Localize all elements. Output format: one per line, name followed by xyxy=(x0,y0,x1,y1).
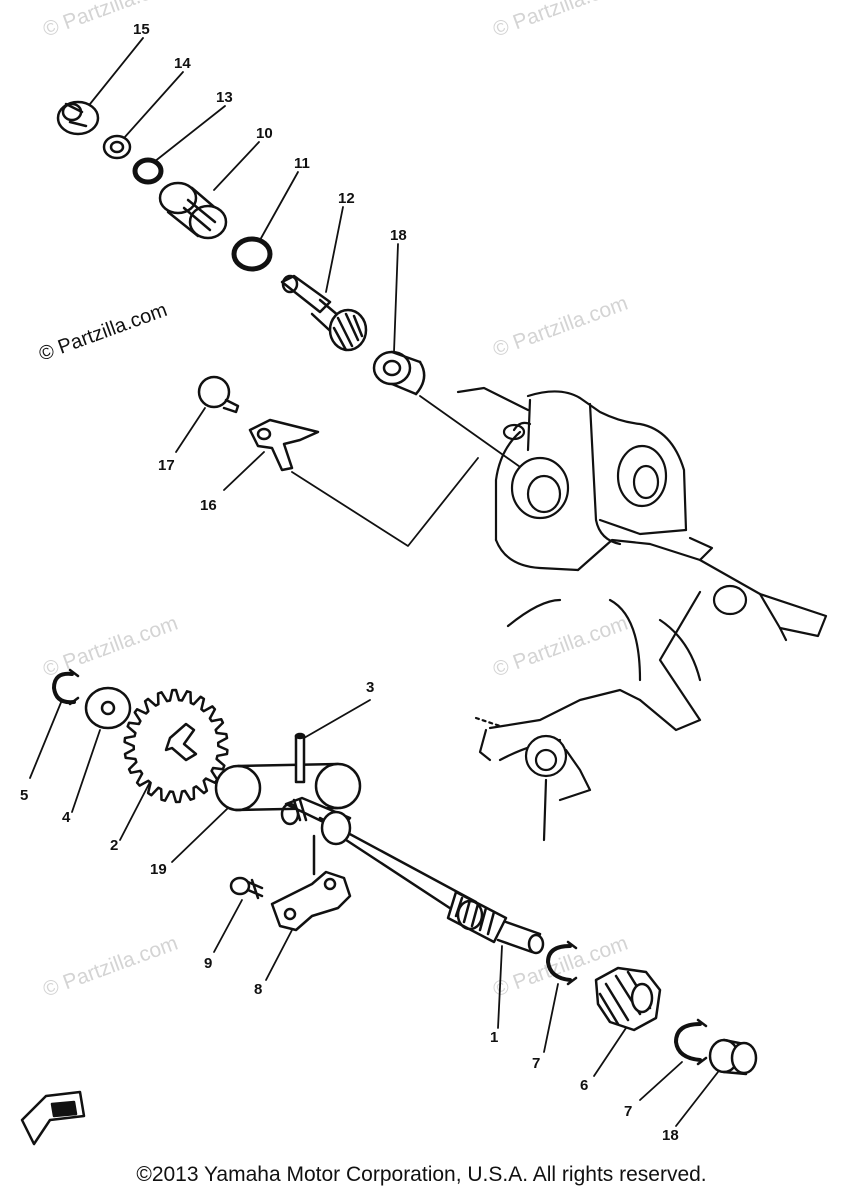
callout-3: 3 xyxy=(366,679,374,696)
callout-17: 17 xyxy=(158,457,175,474)
front-arrow-icon xyxy=(20,1090,86,1146)
part-1-kick-axle xyxy=(280,796,545,955)
copyright-notice: ©2013 Yamaha Motor Corporation, U.S.A. A… xyxy=(136,1163,707,1186)
callout-1: 1 xyxy=(490,1029,498,1046)
part-18-bushing-upper xyxy=(372,350,426,396)
part-13-o-ring xyxy=(132,157,164,185)
callout-5: 5 xyxy=(20,787,28,804)
callout-19: 19 xyxy=(150,861,167,878)
callout-12: 12 xyxy=(338,190,355,207)
callout-2: 2 xyxy=(110,837,118,854)
callout-7-a: 7 xyxy=(532,1055,540,1072)
callout-11: 11 xyxy=(294,155,310,172)
part-2-kick-gear xyxy=(123,688,229,804)
part-10-bushing xyxy=(158,181,228,240)
callout-15: 15 xyxy=(133,21,150,38)
part-9-bolt xyxy=(229,876,264,900)
part-5-circlip xyxy=(52,668,80,706)
callout-8: 8 xyxy=(254,981,262,998)
part-7-circlip-b xyxy=(674,1018,708,1066)
exploded-view-drawing: 15 14 13 10 11 12 18 17 16 3 5 4 2 19 9 … xyxy=(20,21,828,1146)
callout-18-lower: 18 xyxy=(662,1127,679,1144)
part-16-clip xyxy=(248,418,320,472)
crankcase-housing xyxy=(456,386,828,842)
leader-lines-lower xyxy=(29,699,719,1127)
callout-10: 10 xyxy=(256,125,273,142)
part-4-washer xyxy=(84,686,132,730)
leader-lines-upper xyxy=(89,37,531,547)
part-14-washer xyxy=(102,134,132,160)
callout-14: 14 xyxy=(174,55,191,72)
callout-6: 6 xyxy=(580,1077,588,1094)
part-19-spacer xyxy=(214,762,362,812)
callout-4: 4 xyxy=(62,809,71,826)
part-6-gear xyxy=(594,966,662,1032)
callout-7-b: 7 xyxy=(624,1103,632,1120)
part-8-plate xyxy=(270,834,352,932)
callout-16: 16 xyxy=(200,497,217,514)
part-12-gear-shaft xyxy=(280,274,368,352)
callout-9: 9 xyxy=(204,955,212,972)
part-15-cap xyxy=(56,100,100,136)
part-11-o-ring xyxy=(231,236,273,272)
part-3-pin xyxy=(294,732,306,784)
part-18-bushing-lower xyxy=(708,1038,758,1076)
part-7-circlip-a xyxy=(546,940,578,986)
part-17-plug xyxy=(197,375,240,414)
callout-13: 13 xyxy=(216,89,233,106)
callout-18-upper: 18 xyxy=(390,227,407,244)
